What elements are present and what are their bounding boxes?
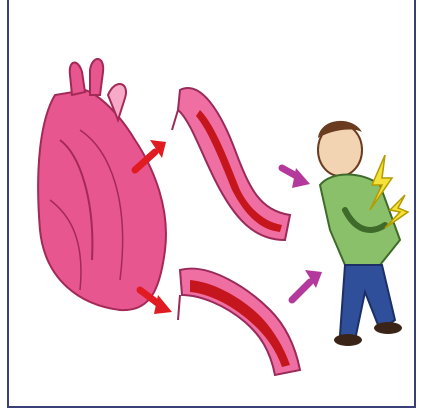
heart-icon xyxy=(38,59,166,310)
arrow-up-right-icon xyxy=(292,270,322,300)
arrow-right-icon xyxy=(282,168,310,188)
person-in-pain-icon xyxy=(318,121,402,346)
narrowed-artery-bottom xyxy=(178,269,300,375)
narrowed-artery-top xyxy=(172,88,290,240)
